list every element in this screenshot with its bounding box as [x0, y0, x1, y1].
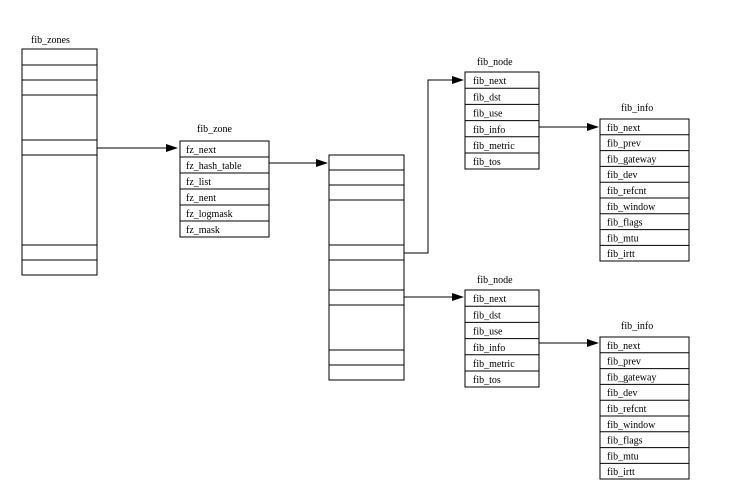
field-label: fib_next — [607, 341, 641, 352]
field-label: fib_gateway — [607, 154, 656, 165]
field-label: fz_list — [186, 177, 211, 188]
field-label: fz_hash_table — [186, 161, 242, 172]
fib-zones-title: fib_zones — [31, 35, 70, 46]
pointer-arrows — [97, 76, 599, 347]
arrowhead — [587, 339, 599, 347]
field-label: fib_prev — [607, 357, 641, 368]
arrow-bucket-to-node-1 — [404, 79, 453, 254]
field-label: fib_gateway — [607, 372, 656, 383]
fib-node-struct-2: fib_node fib_next fib_dst fib_use fib_infof… — [464, 275, 540, 388]
field-label: fib_prev — [607, 139, 641, 150]
fib-zone-title: fib_zone — [197, 124, 233, 135]
fib-zones-box — [21, 48, 98, 276]
field-label: fz_logmask — [186, 209, 233, 220]
fib-info-2-box — [599, 336, 690, 480]
hash-table-box — [328, 154, 405, 381]
field-label: fib_flags — [607, 218, 643, 229]
field-label: fib_mtu — [607, 451, 639, 462]
field-label: fib_metric — [473, 141, 515, 152]
field-label: fib_use — [473, 327, 503, 338]
fib-node-2-title: fib_node — [477, 275, 513, 286]
arrowhead — [587, 123, 599, 131]
fib-info-struct-1: fib_info fib_next fib_prev fib_gateway fib_… — [599, 103, 690, 262]
field-label: fib_info — [473, 125, 505, 136]
field-label: fib_tos — [473, 157, 501, 168]
field-label: fib_dev — [607, 388, 638, 399]
field-label: fib_metric — [473, 359, 515, 370]
field-label: fib_next — [473, 76, 507, 87]
arrowhead — [452, 76, 464, 84]
field-label: fib_irtt — [607, 467, 635, 478]
field-label: fib_refcnt — [607, 404, 647, 415]
arrowhead — [166, 144, 178, 152]
field-label: fz_nent — [186, 193, 216, 204]
field-label: fib_window — [607, 202, 656, 213]
fib-info-2-title: fib_info — [621, 321, 653, 332]
field-label: fib_tos — [473, 375, 501, 386]
field-label: fib_dev — [607, 170, 638, 181]
fib-zone-struct: fib_zone fz_next fz_hash_table fz_list fz_n… — [179, 124, 270, 238]
fib-node-1-title: fib_node — [477, 57, 513, 68]
field-label: fib_next — [607, 123, 641, 134]
field-label: fz_mask — [186, 225, 220, 236]
field-label: fib_next — [473, 294, 507, 305]
field-label: fz_next — [186, 145, 216, 156]
field-label: fib_dst — [473, 310, 501, 321]
fib-info-struct-2: fib_info fib_next fib_prev fib_gateway fib_… — [599, 321, 690, 480]
field-label: fib_irtt — [607, 249, 635, 260]
field-label: fib_flags — [607, 436, 643, 447]
field-label: fib_info — [473, 343, 505, 354]
fib-info-1-title: fib_info — [621, 103, 653, 114]
fib-node-struct-1: fib_node fib_next fib_dst fib_use fib_infof… — [464, 57, 540, 170]
field-label: fib_refcnt — [607, 186, 647, 197]
field-label: fib_mtu — [607, 233, 639, 244]
arrowhead — [452, 293, 464, 301]
hash-table-array — [328, 154, 405, 381]
arrowhead — [316, 159, 328, 167]
field-label: fib_dst — [473, 92, 501, 103]
field-label: fib_window — [607, 420, 656, 431]
fib-zones-array: fib_zones — [21, 35, 98, 276]
fib-info-1-box — [599, 118, 690, 262]
field-label: fib_use — [473, 109, 503, 120]
